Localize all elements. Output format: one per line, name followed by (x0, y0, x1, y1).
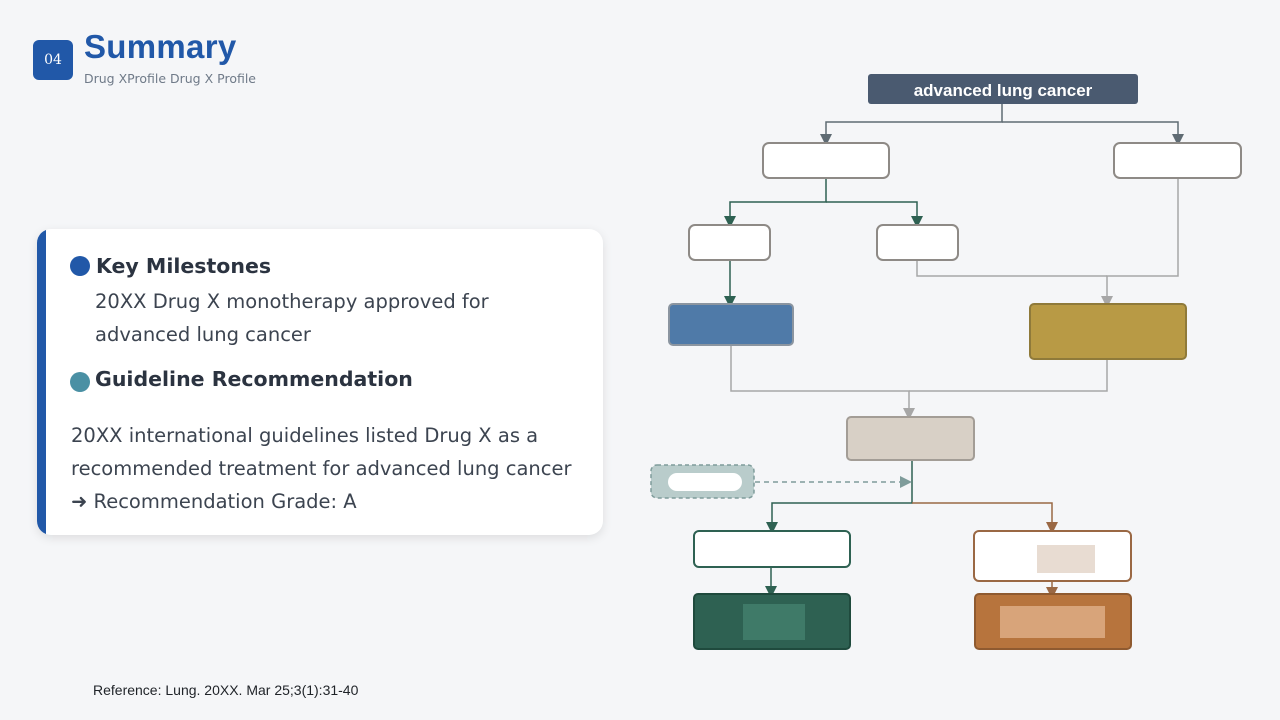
milestones-text-line-2: advanced lung cancer (95, 323, 311, 346)
connector-root-right (1002, 121, 1184, 146)
guideline-text-line-1: 20XX international guidelines listed Dru… (71, 424, 539, 447)
green-outline-node (693, 530, 851, 568)
root-node (868, 74, 1138, 104)
guideline-text-line-3: ➜ Recommendation Grade: A (71, 490, 357, 513)
copper-outline-node-blur (1037, 545, 1095, 573)
level2-node-a (688, 224, 771, 261)
milestones-text-line-1: 20XX Drug X monotherapy approved for (95, 290, 489, 313)
connector-root-left (820, 104, 1003, 146)
milestone-bullet-icon (70, 256, 90, 276)
connector-to-gold (1101, 178, 1179, 308)
level1-node-right (1113, 142, 1242, 179)
page-title: Summary (84, 28, 237, 65)
page-subtitle: Drug XProfile Drug X Profile (84, 71, 256, 86)
gold-node (1029, 303, 1187, 360)
root-node-label: advanced lung cancer (914, 81, 1093, 100)
summary-card: Key Milestones 20XX Drug X monotherapy a… (37, 229, 603, 535)
guideline-text-line-2: recommended treatment for advanced lung … (71, 457, 572, 480)
blue-node (668, 303, 794, 346)
connector-mid-copper (912, 502, 1058, 534)
section-number-badge: 04 (33, 40, 73, 80)
guideline-heading: Guideline Recommendation (95, 367, 413, 391)
side-note-label-blur (668, 473, 742, 491)
merge-node (846, 416, 975, 461)
connector-blue-mid (730, 345, 915, 420)
connector-mid-green (766, 460, 913, 534)
dark-green-node-blur (743, 604, 805, 640)
guideline-bullet-icon (70, 372, 90, 392)
milestones-heading: Key Milestones (96, 254, 272, 278)
reference-note: Reference: Lung. 20XX. Mar 25;3(1):31-40 (93, 682, 359, 698)
card-accent-bar (37, 229, 46, 535)
connector-l1-b (826, 201, 923, 228)
connector-merge-a (916, 260, 1107, 277)
copper-node-blur (1000, 606, 1105, 638)
level1-node-left (762, 142, 890, 179)
connector-gold-mid (909, 358, 1108, 392)
level2-node-b (876, 224, 959, 261)
connector-l1-a (724, 178, 827, 228)
